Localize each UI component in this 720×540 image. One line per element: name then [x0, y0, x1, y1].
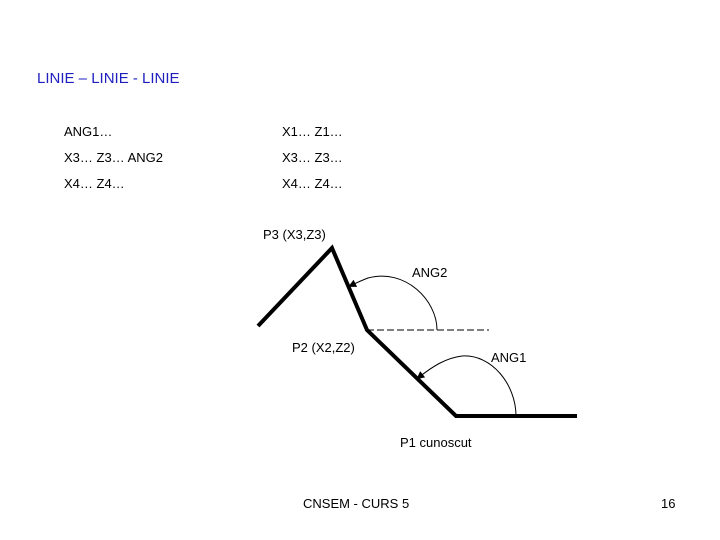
- footer-course: CNSEM - CURS 5: [303, 496, 410, 511]
- ang2-label: ANG2: [412, 265, 448, 280]
- table-cell-right: X3… Z3…: [282, 150, 343, 165]
- ang2-arc: [348, 275, 438, 331]
- ang1-label: ANG1: [491, 350, 527, 365]
- p2-label: P2 (X2,Z2): [292, 340, 355, 355]
- table-cell-left: X3… Z3… ANG2: [64, 150, 163, 165]
- p3-label: P3 (X3,Z3): [263, 227, 326, 242]
- slide-title: LINIE – LINIE - LINIE: [37, 70, 180, 87]
- table-cell-right: X4… Z4…: [282, 176, 343, 191]
- table-cell-left: X4… Z4…: [64, 176, 125, 191]
- table-cell-left: ANG1…: [64, 124, 113, 139]
- p1-label: P1 cunoscut: [400, 435, 472, 450]
- table-cell-right: X1… Z1…: [282, 124, 343, 139]
- ang1-arc: [416, 355, 517, 417]
- page-number: 16: [661, 496, 676, 511]
